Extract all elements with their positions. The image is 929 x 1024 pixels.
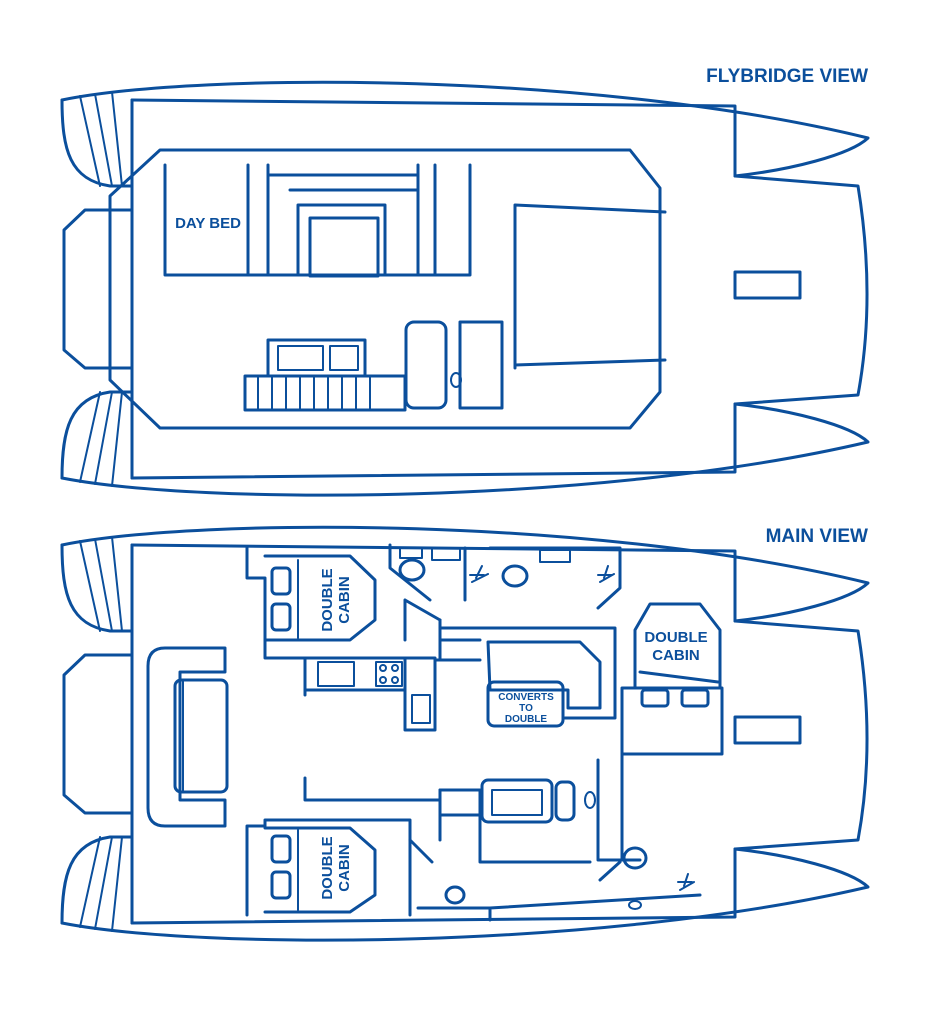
starboard-cabin-label-1: DOUBLE [319,836,336,899]
flybridge-hull [60,80,870,497]
port-double-cabin: DOUBLE CABIN [245,546,377,697]
day-bed: DAY BED [163,163,472,278]
starboard-heads [408,838,702,922]
forward-double-cabin: DOUBLE CABIN [596,602,724,862]
main-title: MAIN VIEW [766,526,868,547]
flybridge-title: FLYBRIDGE VIEW [706,66,868,87]
starboard-double-cabin: DOUBLE CABIN [245,818,412,917]
galley [303,618,482,732]
steering-wheel [450,372,462,388]
converts-label-2: TO [519,703,533,714]
salon-settee [303,776,596,864]
port-heads [388,543,622,642]
day-bed-label: DAY BED [175,215,241,232]
main-view: MAIN VIEW DOUBLE CABIN [60,525,870,942]
helm-seat [404,320,448,410]
stairs [243,374,407,412]
flybridge-view: FLYBRIDGE VIEW DAY BED [60,66,870,497]
converts-label-1: CONVERTS [498,692,554,703]
aft-settee [146,646,229,828]
converts-label-3: DOUBLE [505,714,548,725]
port-cabin-label-2: CABIN [336,576,353,624]
port-cabin-label-1: DOUBLE [319,568,336,631]
starboard-cabin-label-2: CABIN [336,844,353,892]
forward-cabin-label-1: DOUBLE [644,629,707,646]
forward-cabin-label-2: CABIN [652,647,700,664]
dinette: CONVERTS TO DOUBLE [438,626,617,728]
flybridge-deck [108,148,662,430]
helm-console [458,320,504,410]
